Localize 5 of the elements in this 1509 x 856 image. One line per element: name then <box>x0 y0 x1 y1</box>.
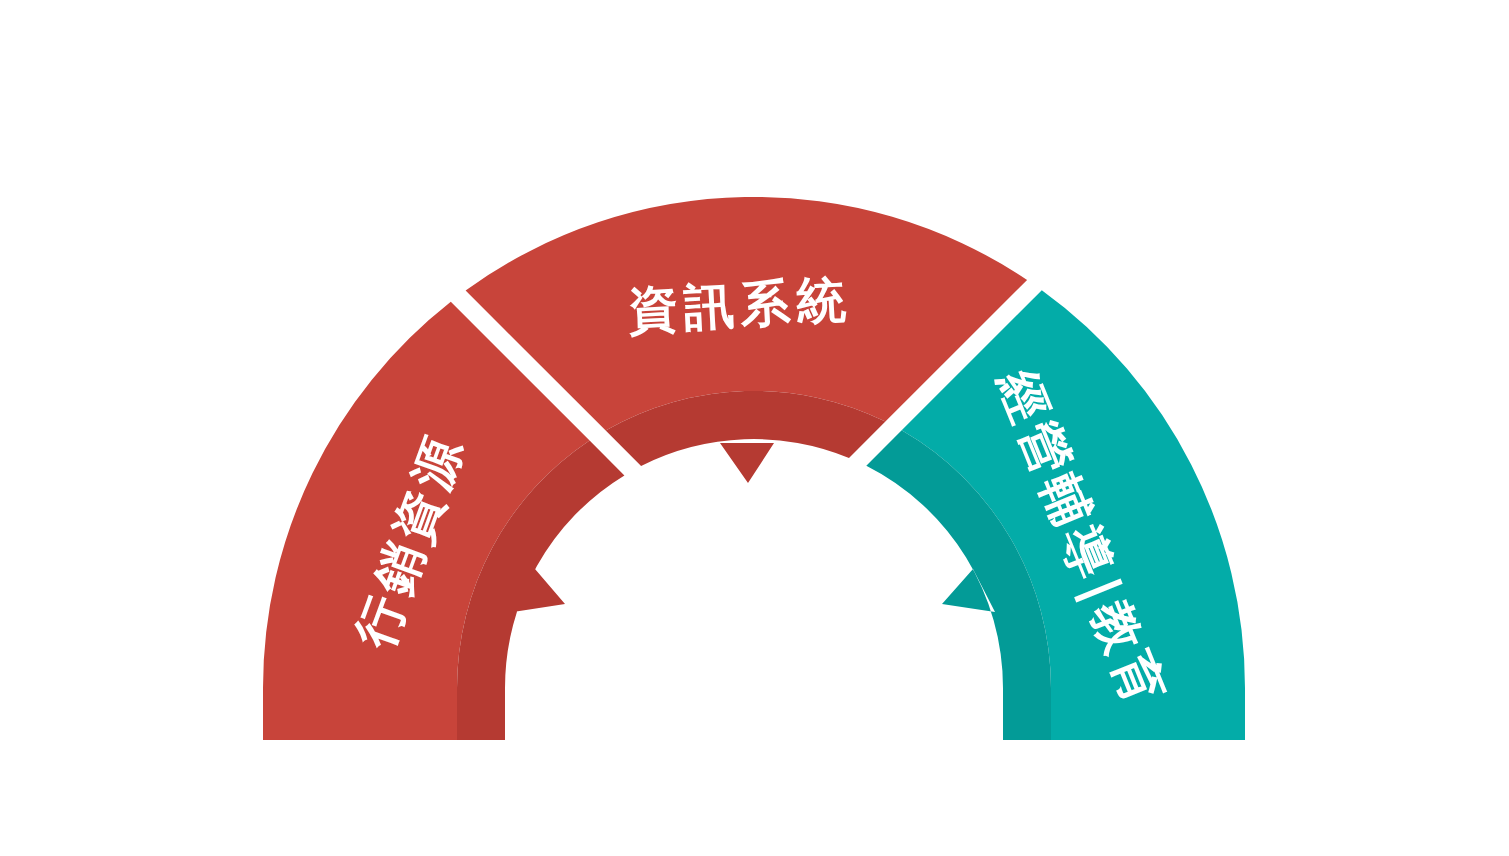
ring-segment <box>866 290 1245 740</box>
ring-segment <box>263 301 625 740</box>
segment-label: 經營輔導|教育 <box>991 363 1173 717</box>
segment-label: 行銷資源 <box>348 426 472 654</box>
segment-label: 資訊系統 <box>626 274 854 336</box>
